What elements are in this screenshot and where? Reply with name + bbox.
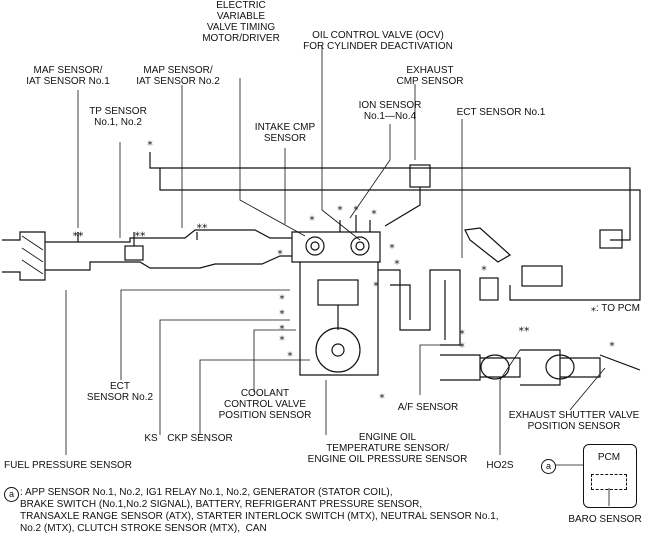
- asterisk-marker: ⁎: [379, 388, 385, 401]
- label-engine-oil-sensor: ENGINE OIL TEMPERATURE SENSOR/ ENGINE OI…: [307, 432, 468, 465]
- asterisk-marker: ⁎: [279, 319, 285, 332]
- intake-duct: [45, 229, 292, 271]
- label-intake-cmp-sensor: INTAKE CMP SENSOR: [254, 122, 316, 144]
- label-ion-sensor: ION SENSOR No.1—No.4: [358, 100, 422, 122]
- label-coolant-control-valve: COOLANT CONTROL VALVE POSITION SENSOR: [218, 388, 312, 421]
- asterisk-marker: ⁎: [279, 330, 285, 343]
- asterisk-marker: ⁎: [287, 346, 293, 359]
- cylinder-head: [291, 231, 381, 263]
- label-oil-control-valve: OIL CONTROL VALVE (OCV) FOR CYLINDER DEA…: [303, 30, 453, 52]
- asterisk-marker: ⁎: [459, 324, 465, 337]
- catalyst-2: [545, 354, 575, 380]
- asterisk-marker: ⁎⁎: [197, 218, 209, 231]
- footnote-text: : APP SENSOR No.1, No.2, IG1 RELAY No.1,…: [20, 487, 499, 534]
- label-fuel-pressure-sensor: FUEL PRESSURE SENSOR: [4, 460, 132, 471]
- label-maf-sensor: MAF SENSOR/ IAT SENSOR No.1: [26, 65, 110, 87]
- cylinder-block: [299, 262, 379, 376]
- exhaust-pipe: [440, 349, 641, 386]
- asterisk-marker: ⁎: [459, 337, 465, 350]
- asterisk-marker: ⁎⁎: [135, 226, 147, 239]
- pcm-box: [583, 444, 637, 508]
- label-map-sensor: MAP SENSOR/ IAT SENSOR No.2: [136, 65, 220, 87]
- asterisk-marker: ⁎: [609, 336, 615, 349]
- circle-a-marker: a: [541, 459, 556, 474]
- label-exhaust-cmp-sensor: EXHAUST CMP SENSOR: [396, 65, 464, 87]
- intake-cam: [305, 236, 325, 256]
- asterisk-marker: ⁎: [279, 289, 285, 302]
- label-baro-sensor: BARO SENSOR: [568, 514, 642, 525]
- asterisk-marker: ⁎: [147, 135, 153, 148]
- asterisk-marker: ⁎: [309, 210, 315, 223]
- pcm-label: PCM: [597, 452, 621, 463]
- asterisk-marker: ⁎⁎: [519, 321, 531, 334]
- label-exhaust-shutter-valve: EXHAUST SHUTTER VALVE POSITION SENSOR: [508, 410, 640, 432]
- exhaust-cam: [350, 236, 370, 256]
- asterisk-marker: ⁎: [279, 304, 285, 317]
- baro-sensor-box: [591, 474, 627, 490]
- label-ks: KS: [144, 433, 158, 444]
- asterisk-marker: ⁎⁎: [73, 226, 85, 239]
- asterisk-marker: ⁎: [371, 204, 377, 217]
- label-to-pcm-legend: ⁎: TO PCM: [590, 303, 640, 314]
- label-ect-sensor-2: ECT SENSOR No.2: [86, 381, 154, 403]
- exhaust-manifold: [378, 269, 461, 346]
- air-cleaner: [2, 231, 46, 281]
- ect-sensor-1-housing: [521, 265, 563, 287]
- asterisk-marker: ⁎: [389, 238, 395, 251]
- footnote-marker: a: [4, 487, 19, 502]
- label-ho2s: HO2S: [486, 460, 514, 471]
- asterisk-marker: ⁎: [373, 276, 379, 289]
- asterisk-marker: ⁎: [394, 254, 400, 267]
- asterisk-marker: ⁎: [353, 200, 359, 213]
- label-ect-sensor-1: ECT SENSOR No.1: [456, 107, 546, 118]
- asterisk-marker: ⁎: [337, 200, 343, 213]
- label-ckp-sensor: CKP SENSOR: [167, 433, 233, 444]
- asterisk-marker: ⁎: [277, 244, 283, 257]
- piston: [317, 279, 359, 306]
- asterisk-marker: ⁎: [481, 260, 487, 273]
- label-tp-sensor: TP SENSOR No.1, No.2: [89, 106, 147, 128]
- label-af-sensor: A/F SENSOR: [397, 402, 459, 413]
- signal-harness: [149, 152, 641, 301]
- label-variable-valve-timing: ELECTRIC VARIABLE VALVE TIMING MOTOR/DRI…: [202, 0, 280, 44]
- throttle-body: [124, 245, 144, 261]
- crankshaft: [315, 327, 361, 373]
